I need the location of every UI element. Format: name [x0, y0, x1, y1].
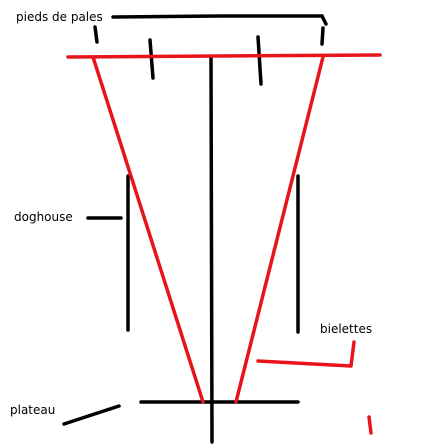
blade-root-tick-right-inner — [256, 35, 263, 86]
stray-mark — [367, 415, 373, 435]
blade-root-tick-right-outer — [320, 26, 325, 46]
bielettes-leader — [256, 340, 356, 368]
pieds-de-pales-label: pieds de pales — [16, 10, 103, 24]
blade-root-tick-left-inner — [148, 38, 155, 80]
doghouse-label: doghouse — [14, 210, 73, 224]
pitch-link-left — [91, 55, 205, 404]
rotor-mast — [209, 55, 214, 444]
blade-root-tick-left-outer — [93, 25, 99, 44]
pitch-link-right — [234, 55, 325, 404]
blade-roots-line — [66, 53, 382, 59]
plateau-label: plateau — [10, 403, 56, 417]
bielettes-label: bielettes — [320, 322, 373, 336]
plateau-leader — [62, 404, 121, 426]
pieds-de-pales-leader — [111, 14, 328, 26]
